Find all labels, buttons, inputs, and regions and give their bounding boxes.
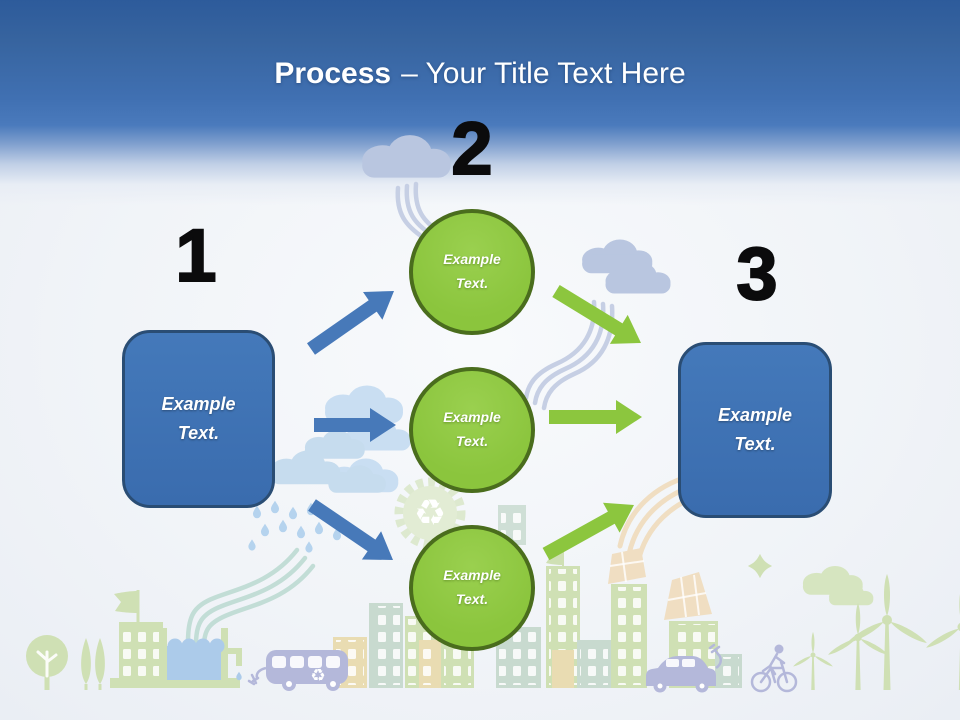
cloud-icon (802, 565, 874, 606)
recycle-gear-icon: ♻ (394, 477, 466, 549)
title-bar: Process – Your Title Text Here (0, 0, 960, 205)
process-circle-2: Example Text. (409, 367, 535, 493)
process-circle-3: Example Text. (409, 525, 535, 651)
process-circle-3-label: Example Text. (443, 567, 501, 607)
title-emphasis: Process (274, 57, 392, 90)
process-circle-1: Example Text. (409, 209, 535, 335)
svg-text:♻: ♻ (310, 666, 325, 685)
process-circle-1-label: Example Text. (443, 251, 501, 291)
water-ribbons (185, 547, 316, 649)
electric-car-icon (646, 643, 722, 693)
slide-title: Process – Your Title Text Here (0, 54, 960, 94)
step-number-3: 3 (735, 232, 778, 315)
step-number-1: 1 (174, 214, 217, 297)
title-rest: – Your Title Text Here (401, 57, 686, 90)
process-circle-2-label: Example Text. (443, 409, 501, 449)
svg-text:♻: ♻ (414, 492, 446, 533)
factory-icon (110, 590, 240, 688)
process-box-start-label: Example Text. (161, 394, 236, 443)
tree-icon (26, 635, 105, 690)
process-box-start: Example Text. (122, 330, 275, 508)
process-box-end-label: Example Text. (717, 405, 793, 454)
step-number-2: 2 (450, 107, 493, 190)
cyclist-icon (750, 644, 798, 693)
raindrops (248, 500, 342, 553)
process-box-end: Example Text. (678, 342, 832, 518)
butterfly-icon (747, 553, 773, 579)
water-tank-icon (160, 628, 242, 688)
electric-bus-icon: ♻ (247, 650, 348, 691)
